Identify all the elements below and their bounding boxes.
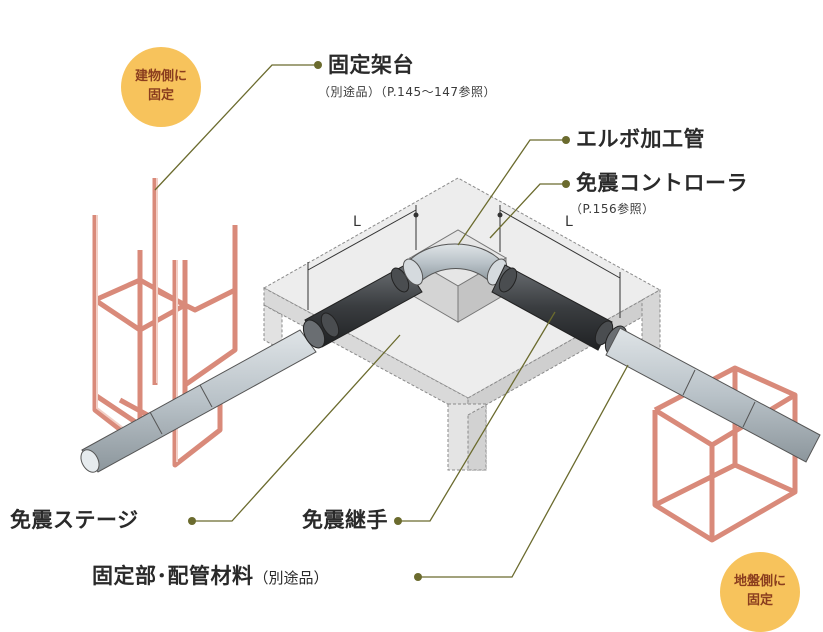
fixed-stand-note: （別途品）（P.145～147参照） (318, 85, 496, 99)
leader-lines (154, 64, 629, 578)
dimension-label-right: L (565, 214, 573, 230)
building-side-badge-line2: 固定 (147, 88, 174, 103)
building-side-badge: 建物側に 固定 (121, 47, 201, 127)
dimension-label-left: L (353, 214, 361, 230)
seismic-controller-label: 免震コントローラ (576, 171, 748, 195)
ground-side-badge-line1: 地盤側に (733, 574, 786, 590)
fixing-parts-note: （別途品） (253, 569, 329, 587)
building-side-badge-line1: 建物側に (134, 69, 187, 85)
leader-dots (188, 61, 570, 581)
seismic-controller-note: （P.156参照） (570, 202, 655, 216)
seismic-joint-label: 免震継手 (302, 508, 388, 532)
left-pipe (80, 329, 317, 473)
fixing-parts-label: 固定部･配管材料 (92, 564, 254, 588)
elbow-pipe-label: エルボ加工管 (576, 127, 705, 151)
seismic-stage-label: 免震ステージ (10, 508, 139, 532)
fixed-stand-label: 固定架台 (328, 53, 414, 77)
ground-side-badge-line2: 固定 (746, 593, 773, 608)
left-joint (302, 264, 423, 349)
fixing-parts-callout: 固定部･配管材料（別途品） (92, 566, 329, 587)
ground-side-badge: 地盤側に 固定 (720, 552, 800, 632)
right-pipe (605, 327, 821, 463)
